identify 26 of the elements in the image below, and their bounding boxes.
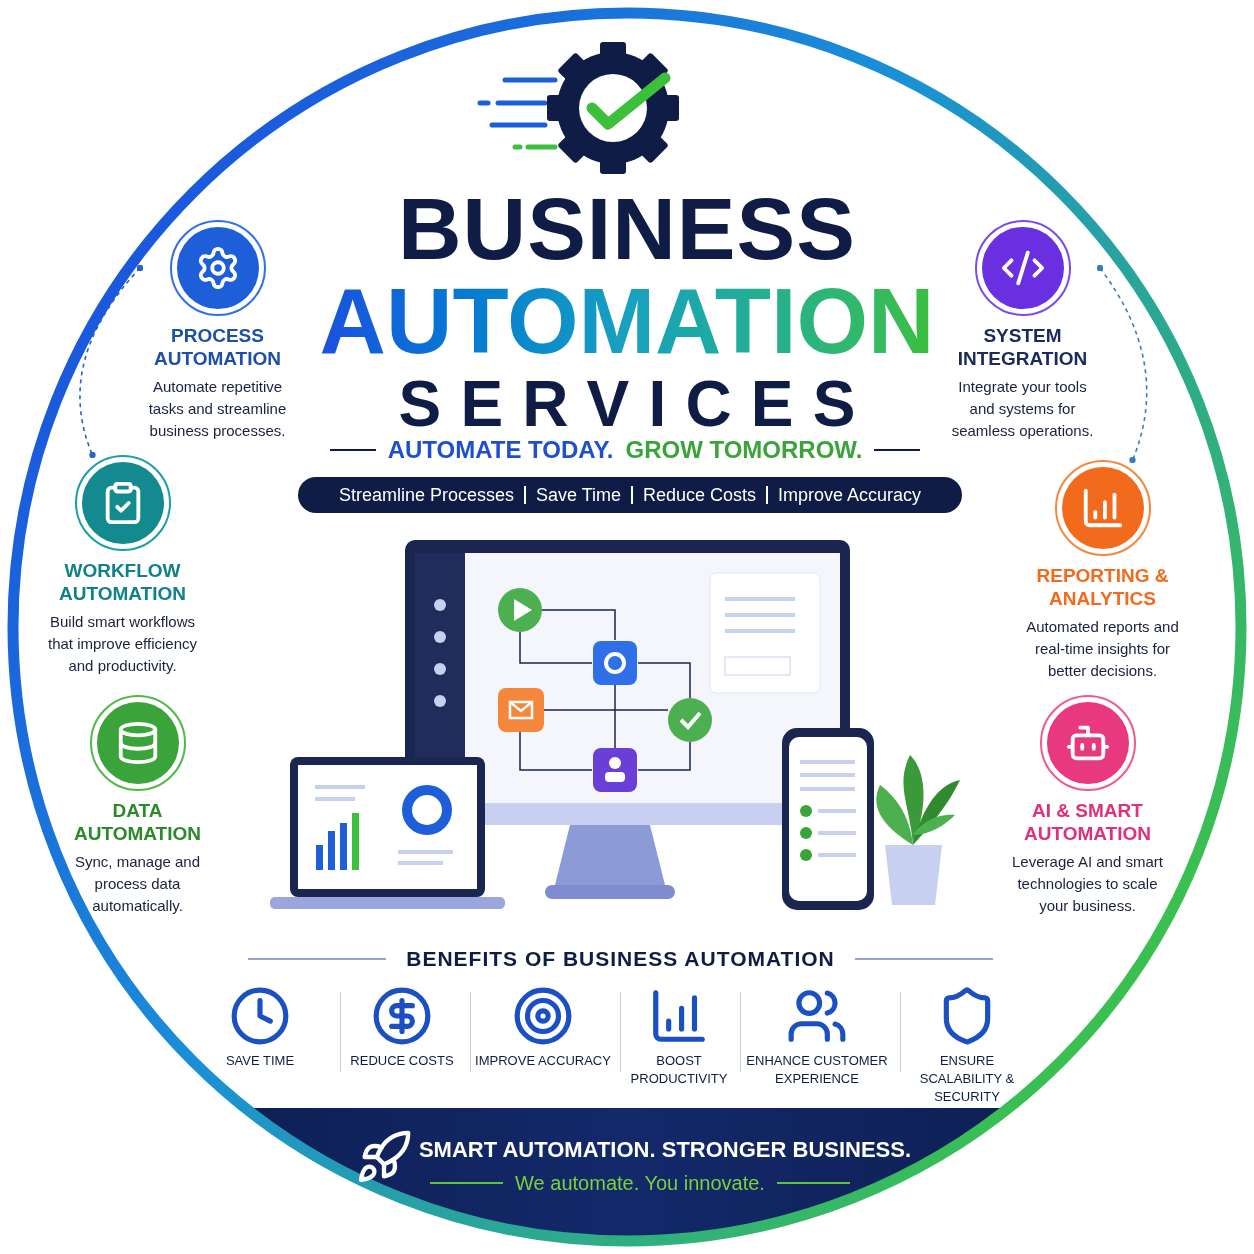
benefit-label: ENHANCE CUSTOMER EXPERIENCE <box>745 1052 889 1088</box>
section-heading: BENEFITS OF BUSINESS AUTOMATION <box>406 946 835 972</box>
feature-text: Reduce Costs <box>643 483 757 507</box>
service-description: Integrate your tools and systems for seamless operations. <box>950 377 1095 441</box>
title-text: BUSINESS <box>398 185 856 273</box>
benefit-label: IMPROVE ACCURACY <box>474 1052 612 1070</box>
service-heading: AI & SMART AUTOMATION <box>1023 799 1152 845</box>
service-heading: WORKFLOW AUTOMATION <box>58 559 187 605</box>
feature-text: Improve Accuracy <box>778 483 922 507</box>
service-heading: SYSTEM INTEGRATION <box>956 324 1089 370</box>
benefit-label: REDUCE COSTS <box>349 1052 455 1070</box>
service-description: Leverage AI and smart technologies to scale your business. <box>1011 852 1164 916</box>
feature-text: Save Time <box>535 483 621 507</box>
benefit-label: BOOST PRODUCTIVITY <box>629 1052 729 1088</box>
benefit-label: SAVE TIME <box>224 1052 296 1070</box>
service-description: Sync, manage and process data automatically. <box>73 852 202 916</box>
footer-slogan: SMART AUTOMATION. STRONGER BUSINESS. <box>417 1136 913 1164</box>
service-heading: REPORTING & ANALYTICS <box>1035 564 1170 610</box>
benefit-label: ENSURE SCALABILITY & SECURITY <box>918 1052 1016 1106</box>
feature-text: Streamline Processes <box>338 483 514 507</box>
footer-tagline: We automate. You innovate. <box>515 1171 765 1196</box>
service-description: Automated reports and real-time insights for better decisions. <box>1025 617 1180 681</box>
service-description: Build smart workflows that improve efficiency and productivity. <box>47 612 198 676</box>
service-heading: PROCESS AUTOMATION <box>153 324 282 370</box>
service-heading: DATA AUTOMATION <box>73 799 202 845</box>
service-description: Automate repetitive tasks and streamline business processes. <box>147 377 288 441</box>
